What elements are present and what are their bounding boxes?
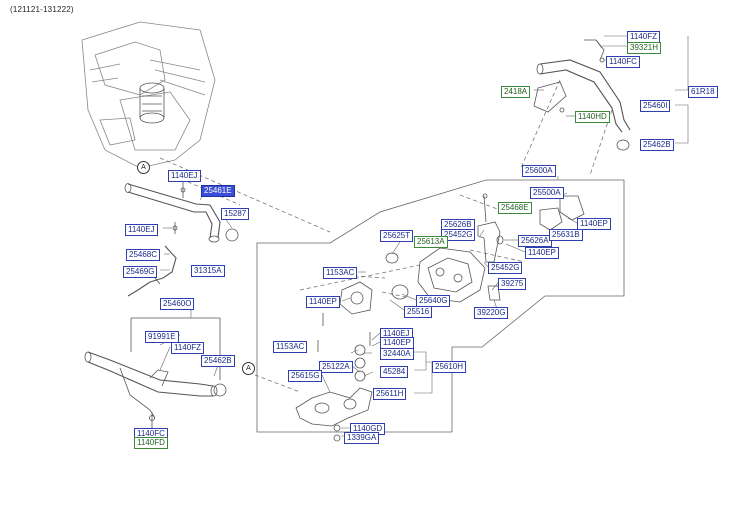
part-tag-1140EP-center[interactable]: 1140EP [525,247,559,259]
part-tag-15287[interactable]: 15287 [221,208,250,220]
part-tag-25610H[interactable]: 25610H [432,361,467,373]
part-tag-1140EP-left[interactable]: 1140EP [306,296,340,308]
part-tag-25516[interactable]: 25516 [404,306,433,318]
outlet-fitting-drawing [295,313,373,442]
lower-coolant-pipe [84,351,218,419]
part-tag-25626A[interactable]: 25626A [518,235,552,247]
reference-marker-a-lower: A [242,362,255,375]
part-tag-45284[interactable]: 45284 [380,366,409,378]
part-tag-25122A[interactable]: 25122A [319,361,353,373]
part-tag-31315A[interactable]: 31315A [191,265,225,277]
diagram-header-code: (121121-131222) [10,5,74,14]
part-tag-25468C[interactable]: 25468C [126,249,161,261]
part-tag-1140HD[interactable]: 1140HD [575,111,610,123]
part-tag-25460O[interactable]: 25460O [160,298,195,310]
part-tag-39321H[interactable]: 39321H [627,42,662,54]
part-tag-1153AC-upper[interactable]: 1153AC [323,267,358,279]
part-tag-25631B[interactable]: 25631B [549,229,583,241]
part-tag-25500A[interactable]: 25500A [530,187,564,199]
engine-block-drawing [81,21,216,169]
part-tag-25462B-upper[interactable]: 25462B [640,139,674,151]
part-tag-25452G-upper[interactable]: 25452G [441,229,476,241]
part-tag-25460I[interactable]: 25460I [640,100,671,112]
part-tag-61R18[interactable]: 61R18 [688,86,718,98]
part-tag-32440A[interactable]: 32440A [380,348,414,360]
part-tag-1339GA[interactable]: 1339GA [344,432,380,444]
part-tag-1153AC-lower[interactable]: 1153AC [273,341,308,353]
part-tag-25625T[interactable]: 25625T [380,230,414,242]
part-tag-25600A[interactable]: 25600A [522,165,556,177]
part-tag-25462B-lower[interactable]: 25462B [201,355,235,367]
part-tag-1140FZ-lower[interactable]: 1140FZ [171,342,204,354]
part-tag-1140EJ-middle[interactable]: 1140EJ [125,224,158,236]
oil-filter-drawing [139,82,165,124]
o-ring-15287 [225,228,239,242]
part-tag-25611H[interactable]: 25611H [373,388,407,400]
part-tag-25613A[interactable]: 25613A [414,236,448,248]
upper-coolant-pipe [124,183,221,243]
part-tag-1140FD[interactable]: 1140FD [134,437,168,449]
part-tag-39275[interactable]: 39275 [498,278,527,290]
part-tag-25452G-lower[interactable]: 25452G [488,262,523,274]
part-tag-1140EP-right[interactable]: 1140EP [577,218,611,230]
pump-housing-drawing [339,193,585,315]
group-frame [256,179,625,433]
part-tag-25468E[interactable]: 25468E [498,202,532,214]
part-tag-25640G[interactable]: 25640G [416,295,451,307]
bypass-pipe [533,39,631,133]
part-tag-91991E[interactable]: 91991E [145,331,179,343]
part-tag-1140EJ-upper[interactable]: 1140EJ [168,170,201,182]
part-tag-2418A[interactable]: 2418A [501,86,531,98]
part-tag-25469G[interactable]: 25469G [123,266,158,278]
reference-marker-a-upper: A [137,161,150,174]
part-tag-25615G[interactable]: 25615G [288,370,323,382]
part-tag-39220G[interactable]: 39220G [474,307,509,319]
part-tag-25461E[interactable]: 25461E [201,185,235,197]
part-tag-1140FC[interactable]: 1140FC [606,56,640,68]
